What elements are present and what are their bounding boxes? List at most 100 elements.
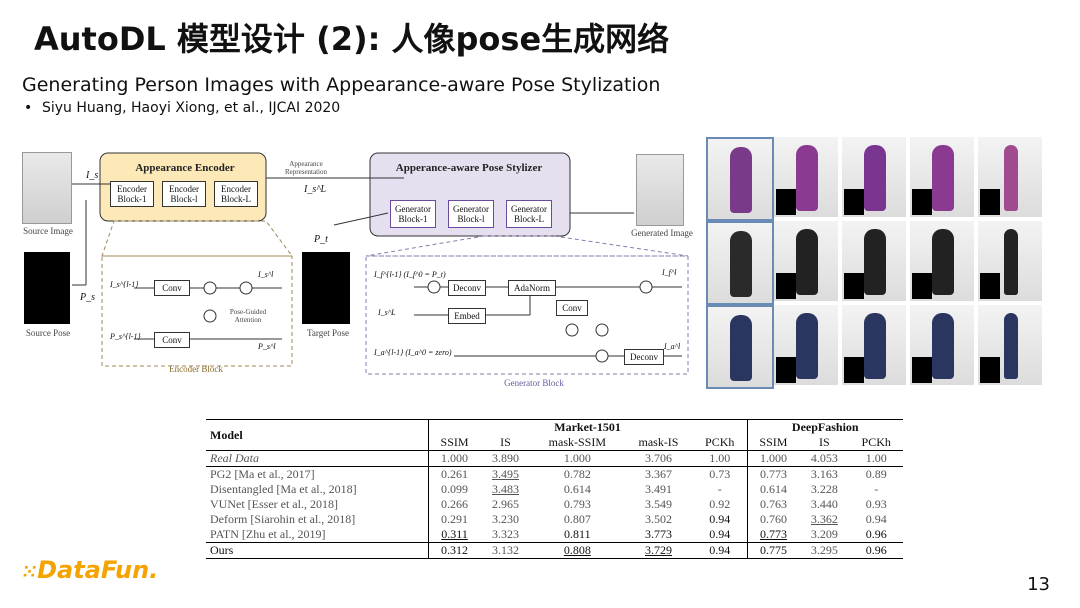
generator-block-detail [365, 255, 689, 375]
table-row: VUNet [Esser et al., 2018] 0.266 2.965 0… [206, 497, 903, 512]
cell: 1.00 [692, 450, 748, 467]
cell: 0.808 [530, 542, 625, 559]
cell: 3.729 [624, 542, 693, 559]
gallery-result [910, 137, 974, 217]
target-pose-caption: Target Pose [307, 328, 349, 338]
generator-appearance-symbol: I_s^L [378, 308, 396, 317]
col-header: SSIM [746, 435, 800, 451]
encoder-zoom-lines [101, 220, 293, 257]
col-header: PCKh [705, 435, 735, 449]
encoder-block-L: Encoder Block-L [214, 181, 258, 207]
cell: 1.000 [427, 450, 481, 467]
cell: 1.000 [530, 450, 625, 467]
cell: 0.291 [427, 512, 481, 527]
author-bullet: •Siyu Huang, Haoyi Xiong, et al., IJCAI … [24, 100, 340, 116]
table-row: PG2 [Ma et al., 2017] 0.261 3.495 0.782 … [206, 466, 903, 482]
table-row-ours: Ours 0.312 3.132 0.808 3.729 0.94 0.775 … [206, 542, 903, 559]
encoder-conv-top: Conv [154, 280, 190, 296]
generator-output-flow-symbol: I_f^l [662, 268, 677, 277]
source-pose-caption: Source Pose [25, 328, 71, 338]
pose-stylizer-title: Apperance-aware Pose Stylizer [395, 162, 543, 174]
target-pose-skeleton [302, 252, 350, 324]
cell: 0.312 [427, 542, 481, 559]
row-model: PATN [Zhu et al., 2019] [210, 527, 326, 541]
generator-block-caption: Generator Block [504, 378, 564, 388]
row-model: VUNet [Esser et al., 2018] [210, 497, 338, 511]
market-1501-header: Market-1501 [427, 419, 748, 435]
cell: 0.96 [849, 542, 903, 559]
cell: 0.807 [563, 512, 591, 526]
gallery-source-1 [706, 137, 774, 221]
col-header: mask-SSIM [548, 435, 606, 449]
cell: 1.000 [746, 450, 800, 467]
gallery-result [842, 305, 906, 385]
encoder-input-image-symbol: I_s^{l-1} [110, 280, 139, 289]
cell: 0.261 [427, 466, 481, 482]
table-row-real-data: Real Data 1.000 3.890 1.000 3.706 1.00 1… [206, 450, 903, 467]
generated-image-photo [636, 154, 684, 226]
gallery-result [774, 221, 838, 301]
encoder-block-caption: Encoder Block [169, 364, 223, 374]
cell: 3.132 [480, 542, 531, 559]
encoder-block-l: Encoder Block-l [162, 181, 206, 207]
row-model: PG2 [Ma et al., 2017] [206, 466, 429, 482]
cell: 2.965 [491, 497, 519, 511]
generator-block-l: Generator Block-l [448, 200, 494, 228]
cell: 3.502 [644, 512, 672, 526]
embed-box: Embed [448, 308, 486, 324]
architecture-diagram: Source Image Source Pose Target Pose Gen… [14, 140, 704, 390]
cell: - [874, 482, 879, 496]
cell: 1.00 [849, 450, 903, 467]
table-group-header-row: Model Market-1501 DeepFashion [206, 419, 903, 451]
cell: 3.163 [799, 466, 850, 482]
gallery-result [774, 137, 838, 217]
cell: 0.266 [427, 497, 481, 512]
row-model: Ours [206, 542, 429, 559]
cell: 3.323 [491, 527, 519, 541]
col-header: IS [500, 435, 511, 449]
cell: 0.793 [563, 497, 591, 511]
encoder-conv-bottom: Conv [154, 332, 190, 348]
appearance-representation-label: Appearance Representation [285, 160, 327, 176]
generator-input-flow-symbol: I_f^{l-1} (I_f^0 = P_t) [374, 270, 446, 279]
source-image-photo [22, 152, 72, 224]
cell: 0.94 [709, 527, 731, 541]
cell: 3.890 [480, 450, 531, 467]
col-header: mask-IS [638, 435, 679, 449]
generator-block-1: Generator Block-1 [390, 200, 436, 228]
gallery-result [842, 137, 906, 217]
generator-output-attention-symbol: I_a^l [664, 342, 681, 351]
gallery-source-2 [706, 221, 774, 305]
cell: 0.099 [427, 482, 481, 497]
gallery-result [842, 221, 906, 301]
author-line: Siyu Huang, Haoyi Xiong, et al., IJCAI 2… [42, 100, 341, 116]
cell: 0.760 [746, 512, 800, 527]
gallery-result [774, 305, 838, 385]
page-number: 13 [1027, 574, 1050, 595]
table-row: Deform [Siarohin et al., 2018] 0.291 3.2… [206, 512, 903, 527]
paper-title: Generating Person Images with Appearance… [22, 74, 661, 96]
gallery-result [978, 305, 1042, 385]
cell: 3.440 [810, 497, 838, 511]
pose-guided-attention-label: Pose-Guided Attention [229, 308, 267, 324]
generator-attention-symbol: I_a^{l-1} (I_a^0 = zero) [374, 348, 452, 357]
encoder-block-1: Encoder Block-1 [110, 181, 154, 207]
cell: 3.491 [644, 482, 672, 496]
cell: 3.367 [624, 466, 693, 482]
generator-block-L: Generator Block-L [506, 200, 552, 228]
cell: 3.209 [810, 527, 838, 541]
datafun-logo: ⁙DataFun. [22, 556, 158, 584]
cell: 0.93 [865, 497, 887, 511]
generator-zoom-lines [365, 235, 689, 257]
col-header: SSIM [427, 435, 481, 451]
generator-conv: Conv [556, 300, 588, 316]
logo-text: DataFun. [37, 556, 159, 584]
cell: 0.96 [865, 527, 887, 541]
cell: 0.614 [746, 482, 800, 497]
cell: 3.295 [799, 542, 850, 559]
logo-dots-icon: ⁙ [22, 562, 37, 583]
gallery-result [910, 305, 974, 385]
cell: 0.94 [692, 542, 748, 559]
table-row: PATN [Zhu et al., 2019] 0.311 3.323 0.81… [206, 527, 903, 543]
gallery-result [978, 137, 1042, 217]
